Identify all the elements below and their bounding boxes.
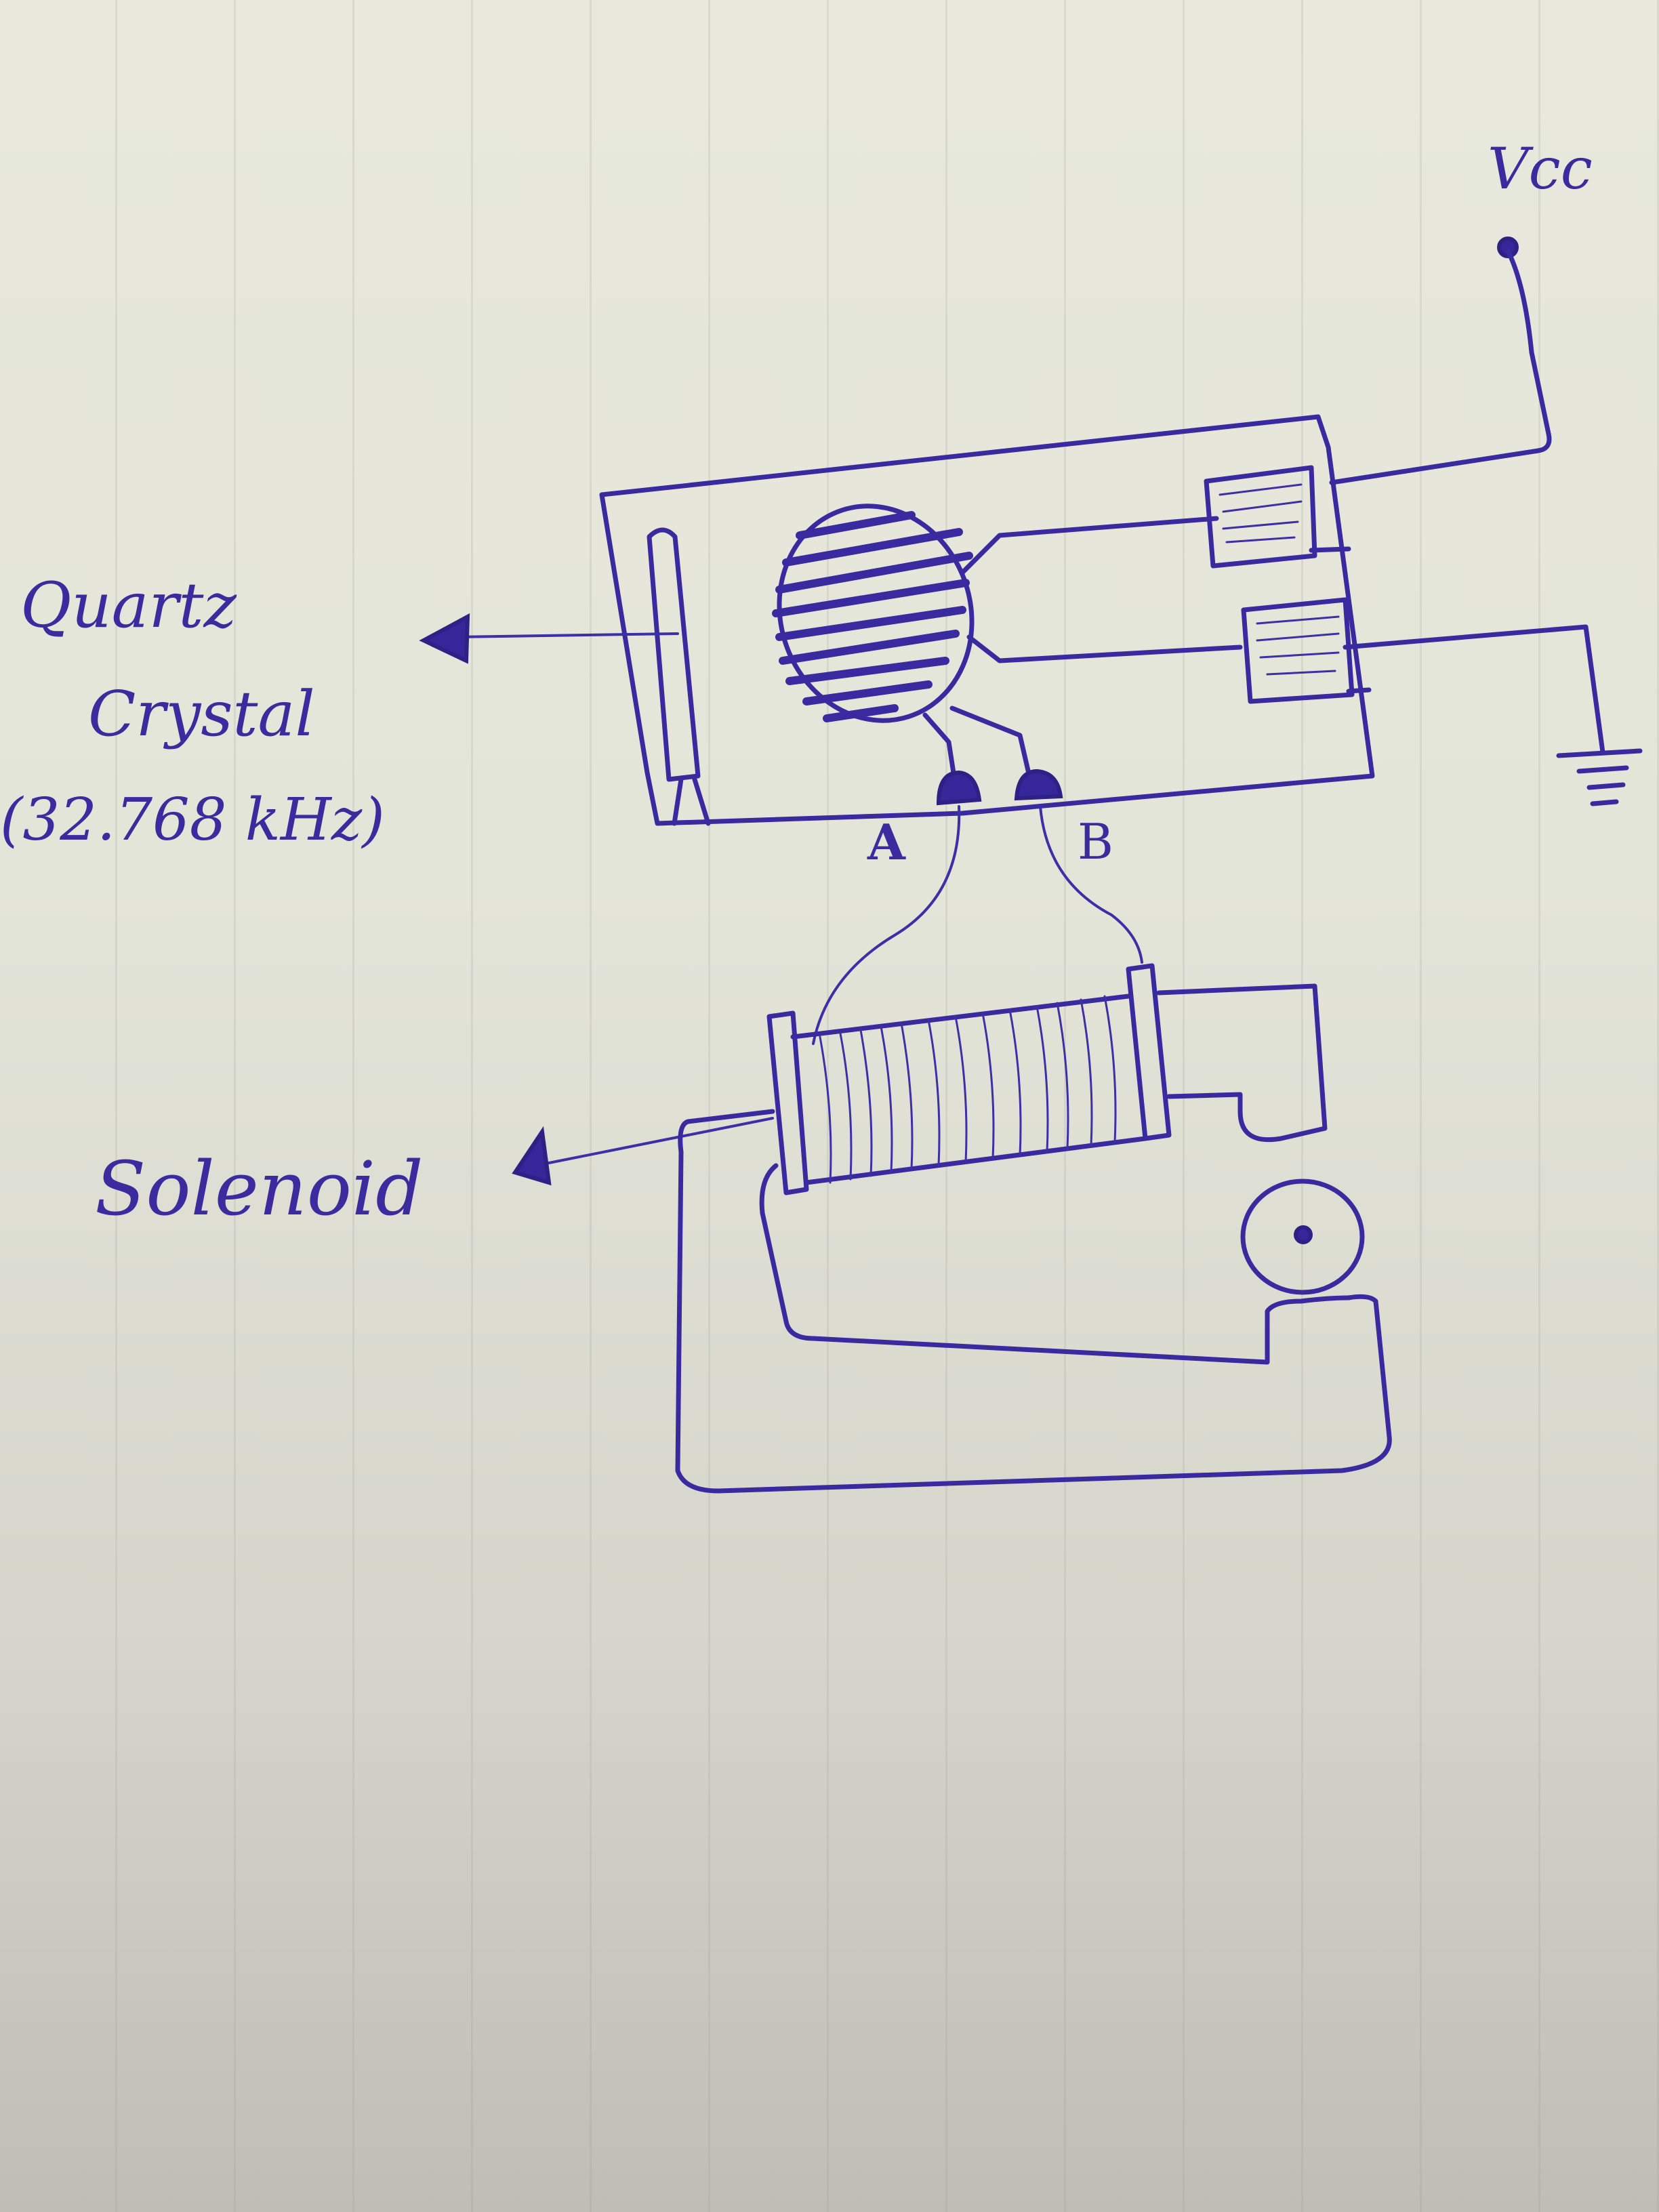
quartz-label-line2: Crystal bbox=[88, 678, 315, 750]
terminal-b bbox=[949, 705, 1063, 801]
stator-frame bbox=[675, 983, 1392, 1494]
quartz-frequency-label: (32.768 kHz) bbox=[0, 786, 385, 854]
quartz-crystal-icon bbox=[647, 527, 711, 826]
ic-to-bottom-pad-wire bbox=[966, 634, 1243, 663]
vcc-wire bbox=[1329, 237, 1552, 485]
terminal-a bbox=[922, 712, 982, 806]
vcc-label: Vcc bbox=[1488, 136, 1593, 202]
rotor-icon bbox=[1240, 1179, 1365, 1295]
solenoid-label: Solenoid bbox=[95, 1145, 424, 1232]
solenoid-coil-icon bbox=[766, 963, 1172, 1195]
battery-contact-bottom bbox=[1241, 597, 1372, 704]
ic-chip-icon bbox=[772, 504, 975, 723]
ground-symbol bbox=[1343, 624, 1643, 806]
terminal-a-label: A bbox=[867, 813, 905, 871]
wire-a-to-coil bbox=[812, 805, 961, 1045]
battery-contact-top bbox=[1204, 465, 1351, 569]
terminal-b-label: B bbox=[1078, 813, 1113, 870]
quartz-pointer-arrow bbox=[419, 613, 679, 664]
wire-b-to-coil bbox=[1039, 805, 1143, 964]
solenoid-pointer-arrow bbox=[512, 1117, 774, 1186]
ic-to-top-pad-wire bbox=[960, 516, 1219, 575]
circuit-board bbox=[599, 414, 1375, 826]
quartz-label-line1: Quartz bbox=[20, 569, 237, 642]
